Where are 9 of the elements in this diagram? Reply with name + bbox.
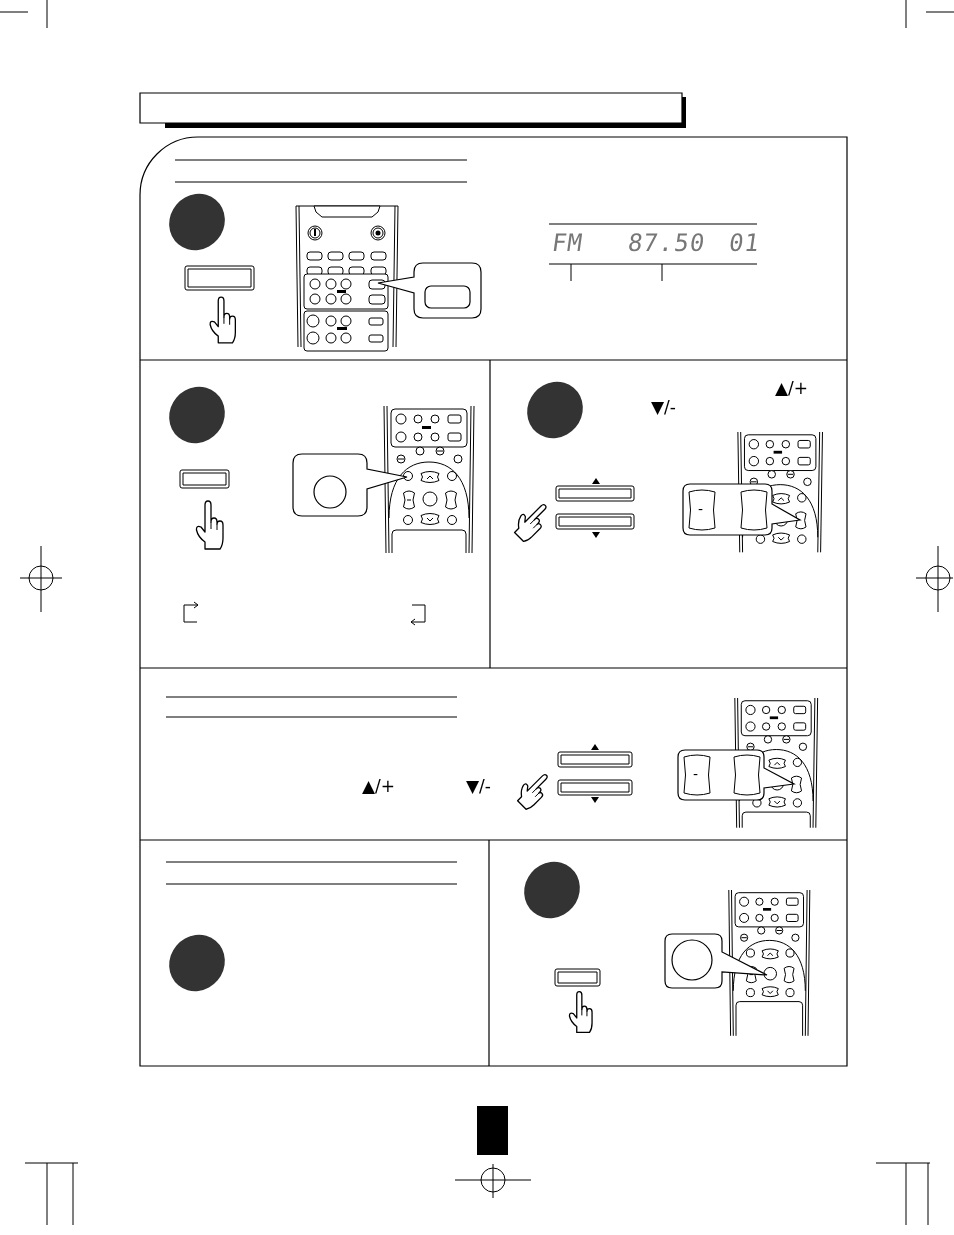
- display-readout-text: 01: [727, 231, 762, 255]
- display-readout-text: 87.50: [626, 231, 707, 255]
- display-readout-text: FM: [550, 231, 585, 255]
- minus-sign-text: -: [698, 502, 704, 516]
- minus-sign-text: -: [693, 767, 699, 781]
- button-symbol-text: ▼/-: [651, 399, 676, 416]
- button-symbol-text: ▲/+: [775, 380, 809, 397]
- button-symbol-text: ▲/+: [362, 778, 396, 795]
- button-symbol-text: ▼/-: [466, 778, 491, 795]
